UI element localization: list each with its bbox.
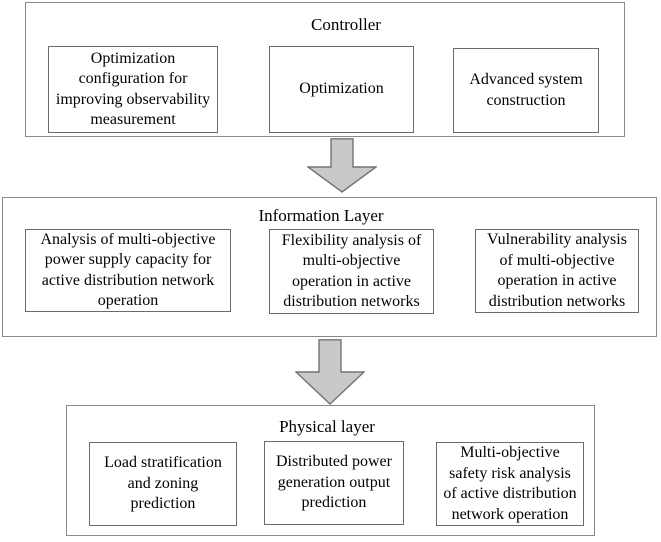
information-box-power-supply-capacity-analysis: Analysis of multi-objective power supply…: [25, 229, 231, 312]
physical-box-safety-risk-analysis: Multi-objective safety risk analysis of …: [436, 442, 584, 526]
controller-box-optimization-configuration: Optimization configuration for improving…: [48, 46, 218, 133]
physical-layer-container: Physical layer Load stratification and z…: [66, 405, 595, 536]
controller-layer-title: Controller: [311, 15, 381, 34]
information-layer-container: Information Layer Analysis of multi-obje…: [2, 197, 657, 337]
controller-box-advanced-system-construction: Advanced system construction: [453, 48, 599, 133]
information-layer-title: Information Layer: [258, 206, 384, 225]
physical-box-load-stratification-prediction: Load stratification and zoning predictio…: [89, 442, 237, 526]
physical-box-distributed-generation-prediction: Distributed power generation output pred…: [264, 441, 404, 525]
physical-layer-title: Physical layer: [279, 417, 375, 436]
flow-arrow-information-to-physical: [295, 339, 365, 405]
information-box-vulnerability-analysis: Vulnerability analysis of multi-objectiv…: [475, 229, 639, 313]
controller-box-optimization: Optimization: [269, 46, 414, 133]
flow-arrow-controller-to-information: [307, 138, 377, 193]
controller-layer-container: Controller Optimization configuration fo…: [25, 2, 625, 137]
information-box-flexibility-analysis: Flexibility analysis of multi-objective …: [269, 229, 434, 314]
